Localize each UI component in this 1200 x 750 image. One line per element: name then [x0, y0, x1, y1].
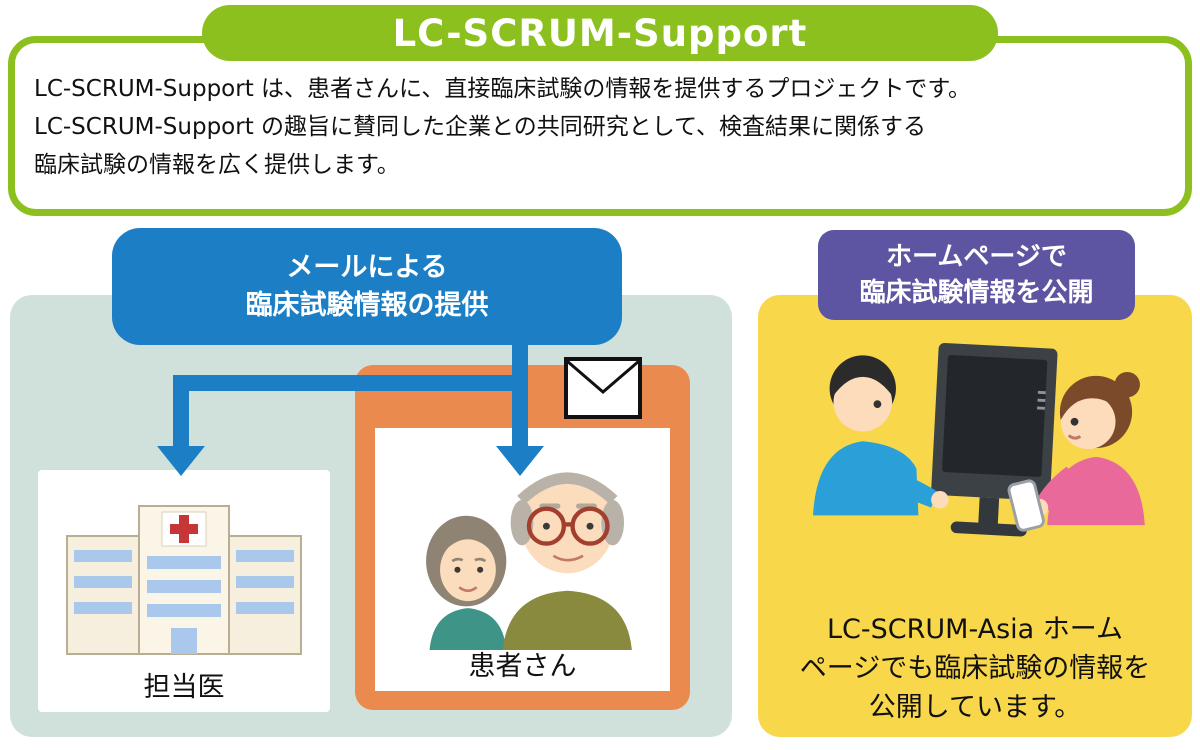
patient-card: 患者さん	[375, 428, 670, 691]
intro-line-3: 臨床試験の情報を広く提供します。	[34, 152, 400, 178]
web-label-line-1: ホームページで	[886, 242, 1067, 272]
mail-section-label: メールによる 臨床試験情報の提供	[112, 228, 622, 345]
web-caption-line-1: LC-SCRUM-Asia ホーム	[827, 614, 1123, 645]
elderly-couple-illustration	[426, 472, 632, 650]
web-section-label: ホームページで 臨床試験情報を公開	[818, 230, 1135, 320]
project-title-pill: LC-SCRUM-Support	[202, 5, 998, 61]
doctor-card: 担当医	[38, 470, 330, 712]
web-label-line-2: 臨床試験情報を公開	[859, 278, 1094, 308]
hospital-illustration	[66, 505, 302, 655]
people-at-computer-illustration	[813, 342, 1145, 537]
envelope-icon	[564, 357, 642, 419]
mail-label-line-2: 臨床試験情報の提供	[245, 289, 489, 321]
project-title: LC-SCRUM-Support	[392, 11, 808, 55]
mail-label-line-1: メールによる	[286, 251, 448, 283]
web-caption: LC-SCRUM-Asia ホーム ページでも臨床試験の情報を 公開しています。	[768, 610, 1182, 727]
web-caption-line-3: 公開しています。	[868, 692, 1082, 723]
doctor-caption: 担当医	[143, 672, 225, 703]
web-caption-line-2: ページでも臨床試験の情報を	[799, 653, 1151, 684]
intro-line-2: LC-SCRUM-Support の趣旨に賛同した企業との共同研究として、検査結…	[34, 114, 926, 140]
patient-caption: 患者さん	[468, 651, 577, 682]
intro-line-1: LC-SCRUM-Support は、患者さんに、直接臨床試験の情報を提供するプ…	[34, 76, 972, 102]
intro-description: LC-SCRUM-Support は、患者さんに、直接臨床試験の情報を提供するプ…	[34, 70, 1164, 184]
patient-frame: 患者さん	[355, 365, 690, 710]
